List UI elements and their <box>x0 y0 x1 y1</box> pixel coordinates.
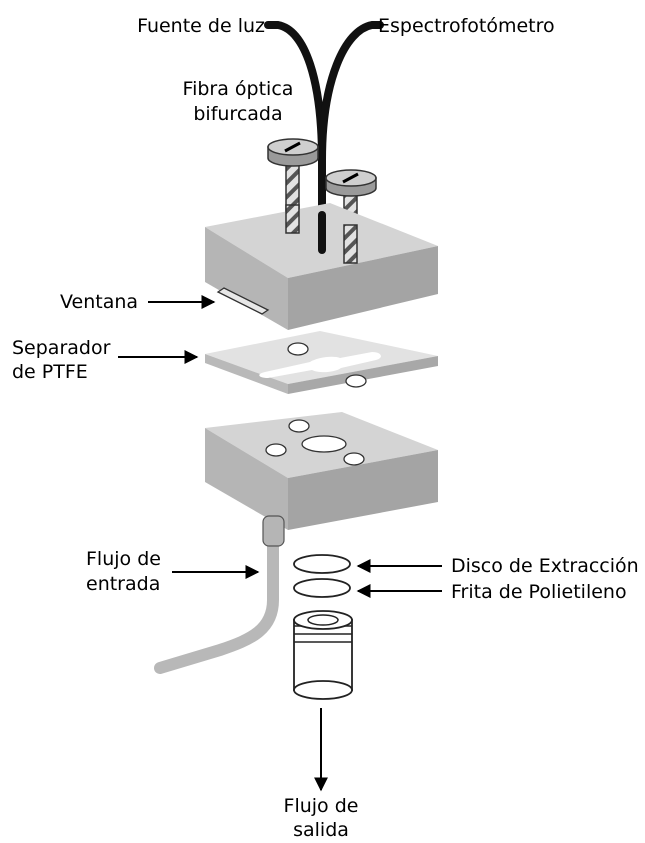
label-spectrophotometer: Espectrofotómetro <box>378 15 555 37</box>
label-spacer-line2: de PTFE <box>12 361 88 383</box>
extraction-disk <box>293 554 351 574</box>
label-fiber-line2: bifurcada <box>193 103 282 125</box>
outlet-fitting <box>293 610 353 700</box>
label-window: Ventana <box>60 291 138 313</box>
label-polyethylene-frit: Frita de Polietileno <box>451 581 627 603</box>
label-fiber-line1: Fibra óptica <box>183 78 294 100</box>
inlet-tube <box>154 515 285 674</box>
label-extraction-disk: Disco de Extracción <box>451 555 639 577</box>
label-inflow-line2: entrada <box>86 573 160 595</box>
ptfe-spacer <box>205 331 438 394</box>
label-light-source: Fuente de luz <box>137 15 265 37</box>
label-outflow-line2: salida <box>293 819 349 841</box>
bottom-block <box>205 412 438 530</box>
callout-arrows <box>118 295 442 792</box>
fiber-optic-cable <box>264 21 384 254</box>
label-spacer-line1: Separador <box>12 337 111 359</box>
polyethylene-frit <box>293 578 351 598</box>
label-inflow-line1: Flujo de <box>86 548 161 570</box>
label-outflow-line1: Flujo de <box>284 795 359 817</box>
